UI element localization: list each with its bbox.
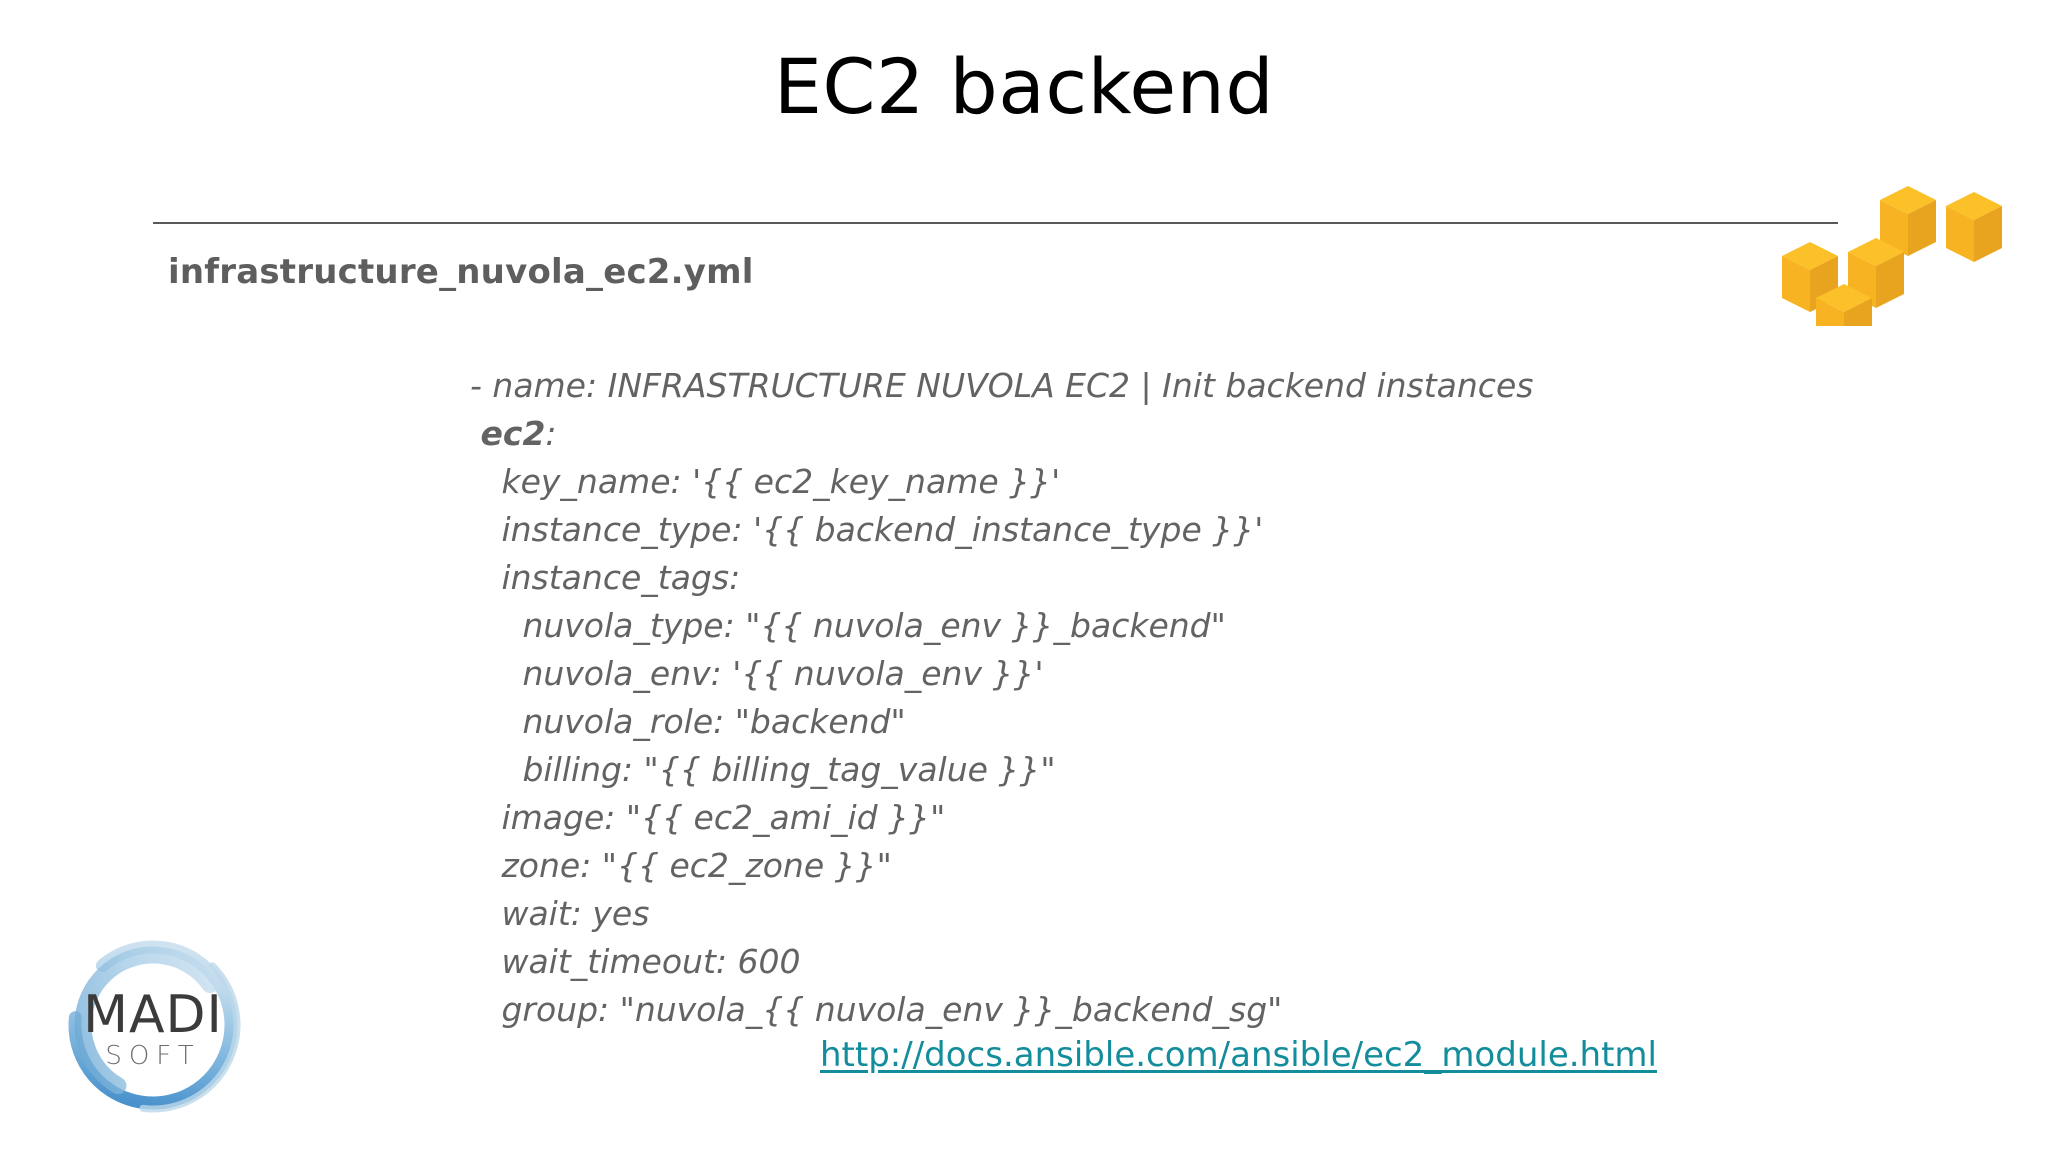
code-line: nuvola_type: "{{ nuvola_env }}_backend" (470, 606, 1226, 645)
code-line: - name: INFRASTRUCTURE NUVOLA EC2 | Init… (470, 366, 1534, 405)
madi-soft-logo: MADI SOFT (58, 930, 248, 1120)
code-line: nuvola_env: '{{ nuvola_env }}' (470, 654, 1044, 693)
code-line: zone: "{{ ec2_zone }}" (470, 846, 892, 885)
aws-cubes-icon (1772, 186, 2022, 354)
code-line: image: "{{ ec2_ami_id }}" (470, 798, 946, 837)
yaml-code-block: - name: INFRASTRUCTURE NUVOLA EC2 | Init… (470, 362, 1533, 1034)
code-line: wait_timeout: 600 (470, 942, 801, 981)
filename-label: infrastructure_nuvola_ec2.yml (168, 252, 754, 292)
code-line: key_name: '{{ ec2_key_name }}' (470, 462, 1061, 501)
code-line: billing: "{{ billing_tag_value }}" (470, 750, 1056, 789)
code-line: nuvola_role: "backend" (470, 702, 906, 741)
code-keyword: ec2 (480, 414, 546, 453)
code-line: instance_type: '{{ backend_instance_type… (470, 510, 1264, 549)
page-title: EC2 backend (773, 42, 1275, 131)
code-line: group: "nuvola_{{ nuvola_env }}_backend_… (470, 990, 1283, 1029)
title-divider (153, 222, 1838, 224)
code-line: instance_tags: (470, 558, 741, 597)
soft-wordmark: SOFT (105, 1041, 200, 1071)
ansible-docs-link[interactable]: http://docs.ansible.com/ansible/ec2_modu… (820, 1035, 1657, 1075)
madi-wordmark: MADI (83, 985, 223, 1045)
code-line: ec2: (480, 414, 557, 453)
code-line: wait: yes (470, 894, 650, 933)
